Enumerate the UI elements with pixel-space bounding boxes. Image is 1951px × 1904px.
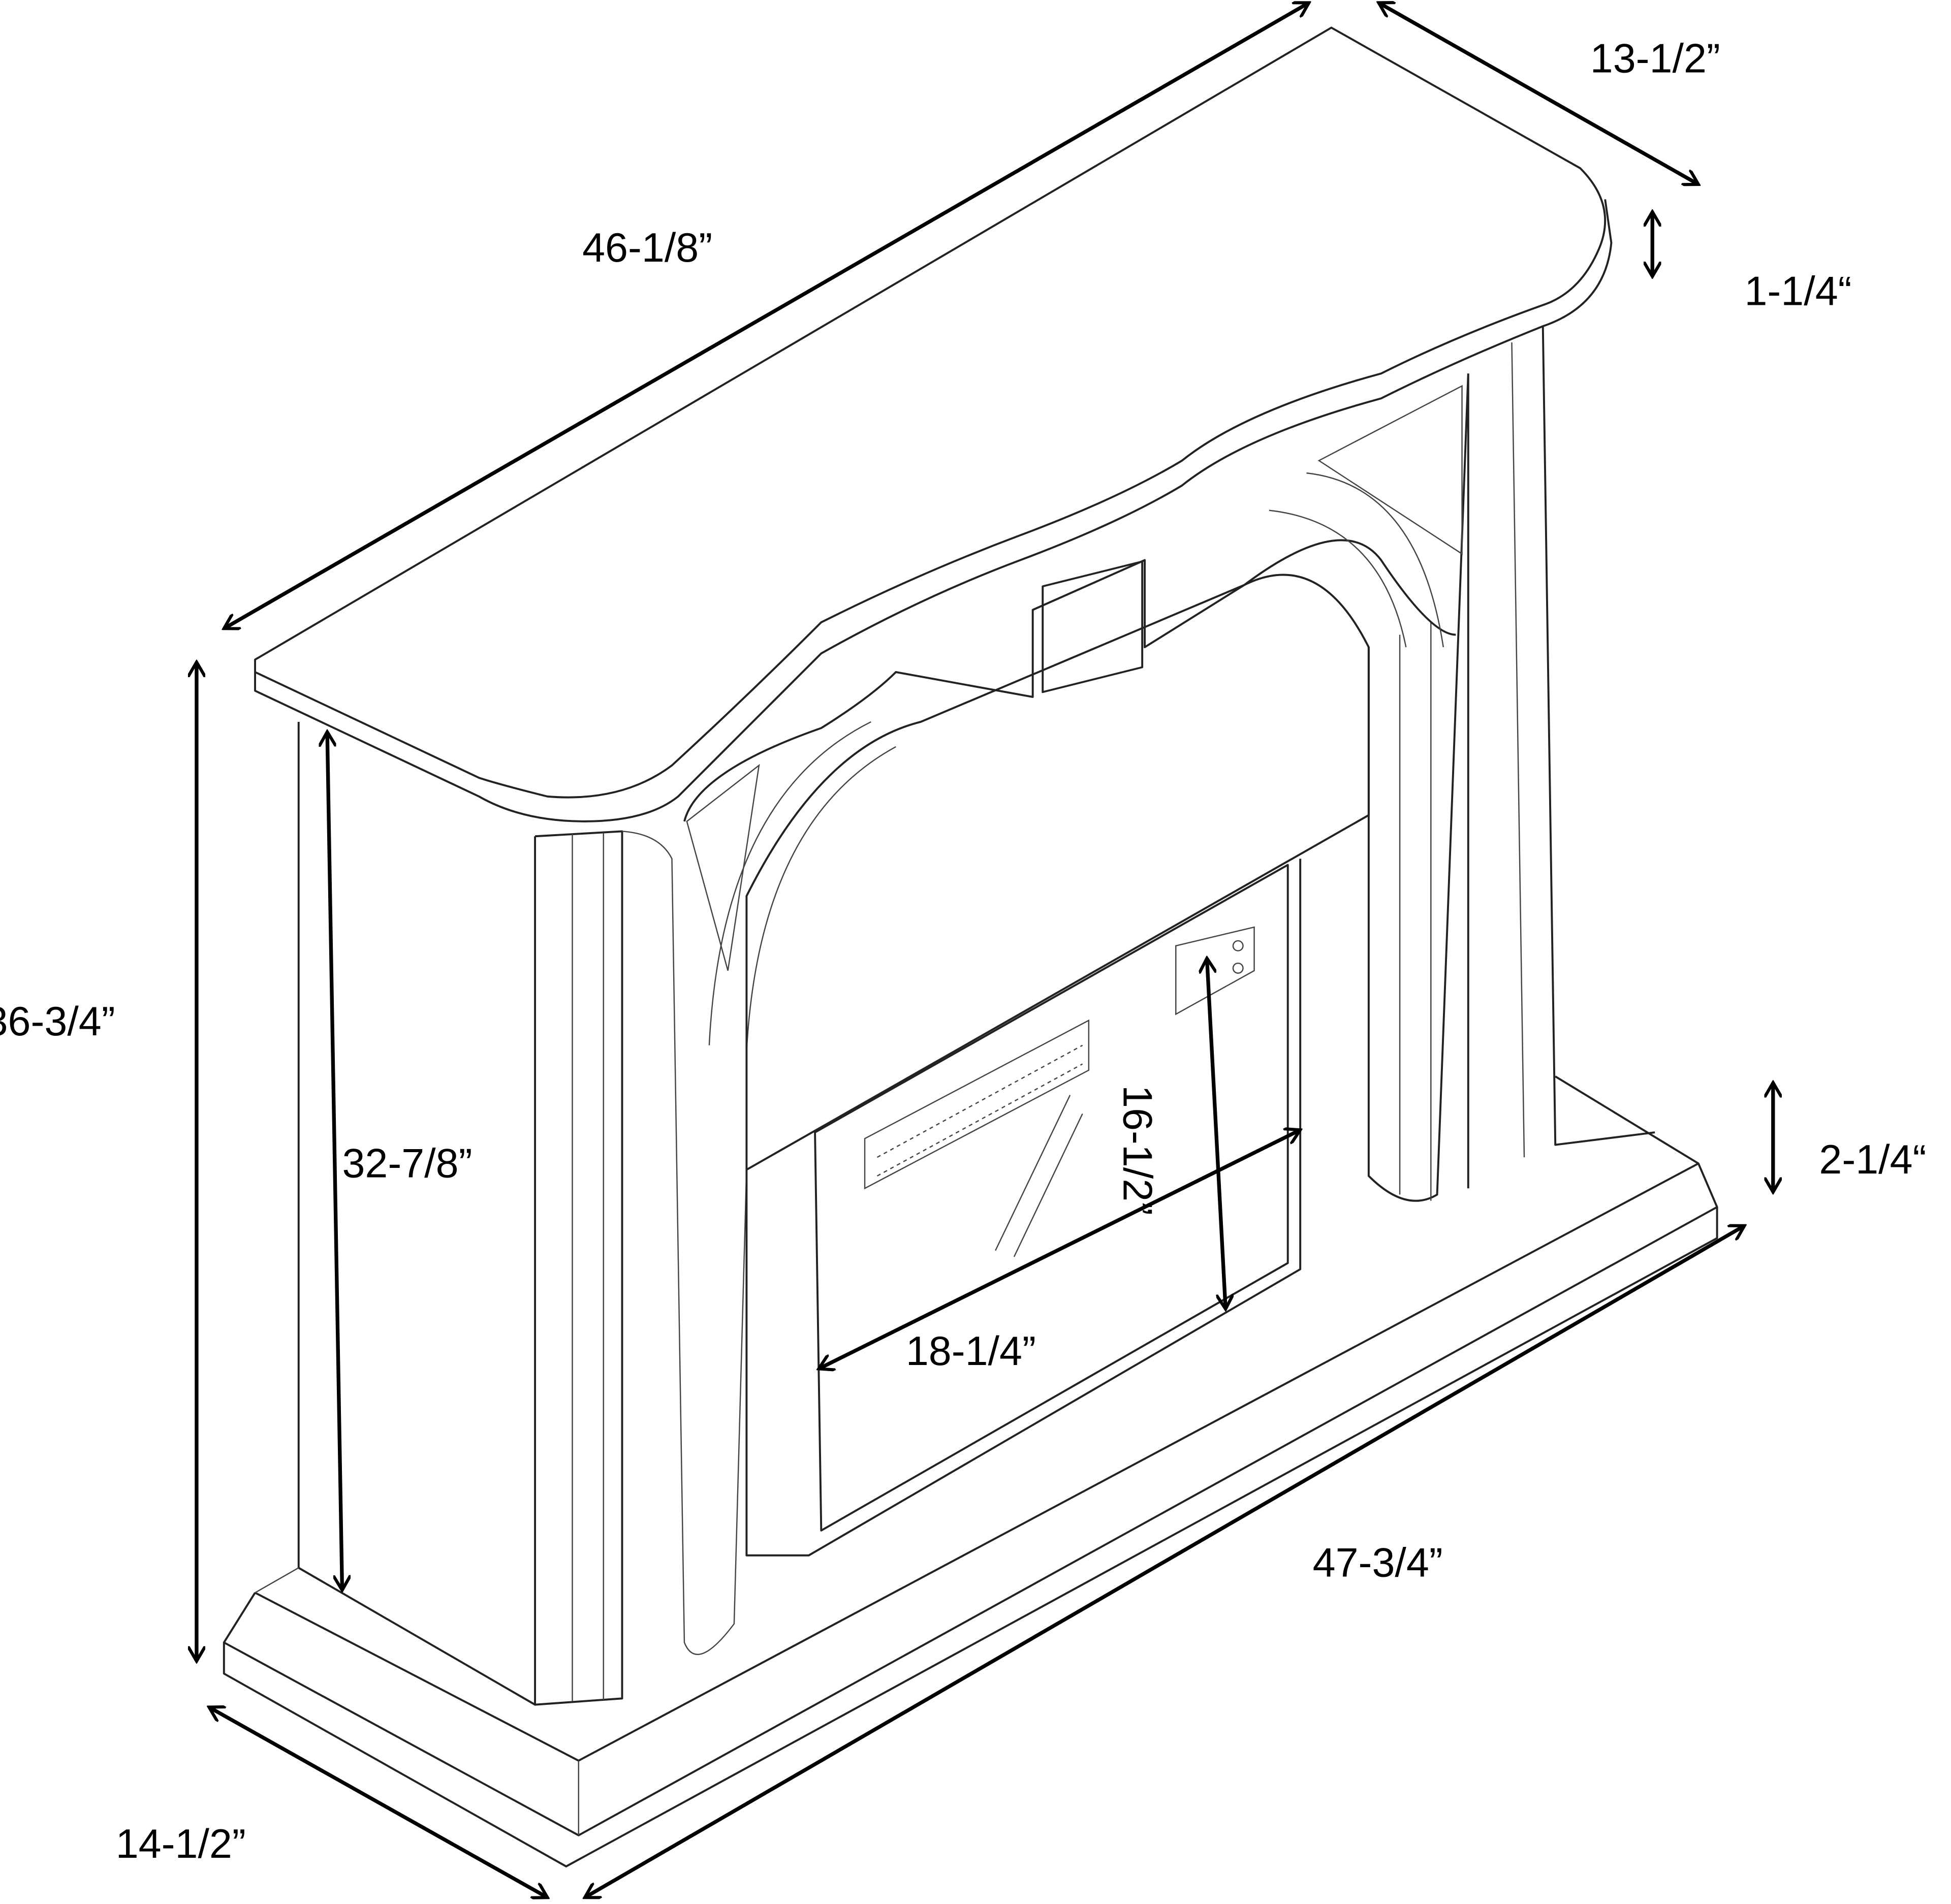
label-top-length: 46-1/8” (582, 225, 712, 271)
arrow-firebox-height (1207, 958, 1226, 1309)
arrow-leg-height (327, 732, 342, 1591)
arrow-top-length (224, 3, 1309, 628)
label-base-length: 47-3/4” (1313, 1540, 1443, 1585)
mantel-shelf (254, 26, 1613, 822)
left-leg (297, 721, 747, 1706)
right-leg (1367, 326, 1655, 1202)
label-base-height: 2-1/4“ (1819, 1137, 1926, 1183)
label-top-depth: 13-1/2” (1590, 36, 1720, 82)
dimension-labels: 46-1/8” 13-1/2” 1-1/4“ 36-3/4” 32-7/8” 1… (0, 36, 1926, 1867)
dimension-arrows (197, 3, 1773, 1897)
firebox (745, 814, 1369, 1557)
arrow-top-depth (1378, 3, 1698, 184)
base-plinth (223, 1075, 1718, 1867)
label-top-thickness: 1-1/4“ (1744, 269, 1851, 314)
label-leg-height: 32-7/8” (342, 1140, 472, 1186)
label-firebox-width: 18-1/4” (906, 1328, 1036, 1374)
arrow-firebox-width (819, 1130, 1300, 1369)
arrow-base-depth (209, 1707, 547, 1898)
label-base-depth: 14-1/2” (116, 1821, 246, 1867)
label-overall-height: 36-3/4” (0, 999, 115, 1044)
label-firebox-height: 16-1/2” (1114, 1085, 1160, 1215)
arch (683, 385, 1463, 1170)
arrow-base-length (585, 1224, 1744, 1899)
